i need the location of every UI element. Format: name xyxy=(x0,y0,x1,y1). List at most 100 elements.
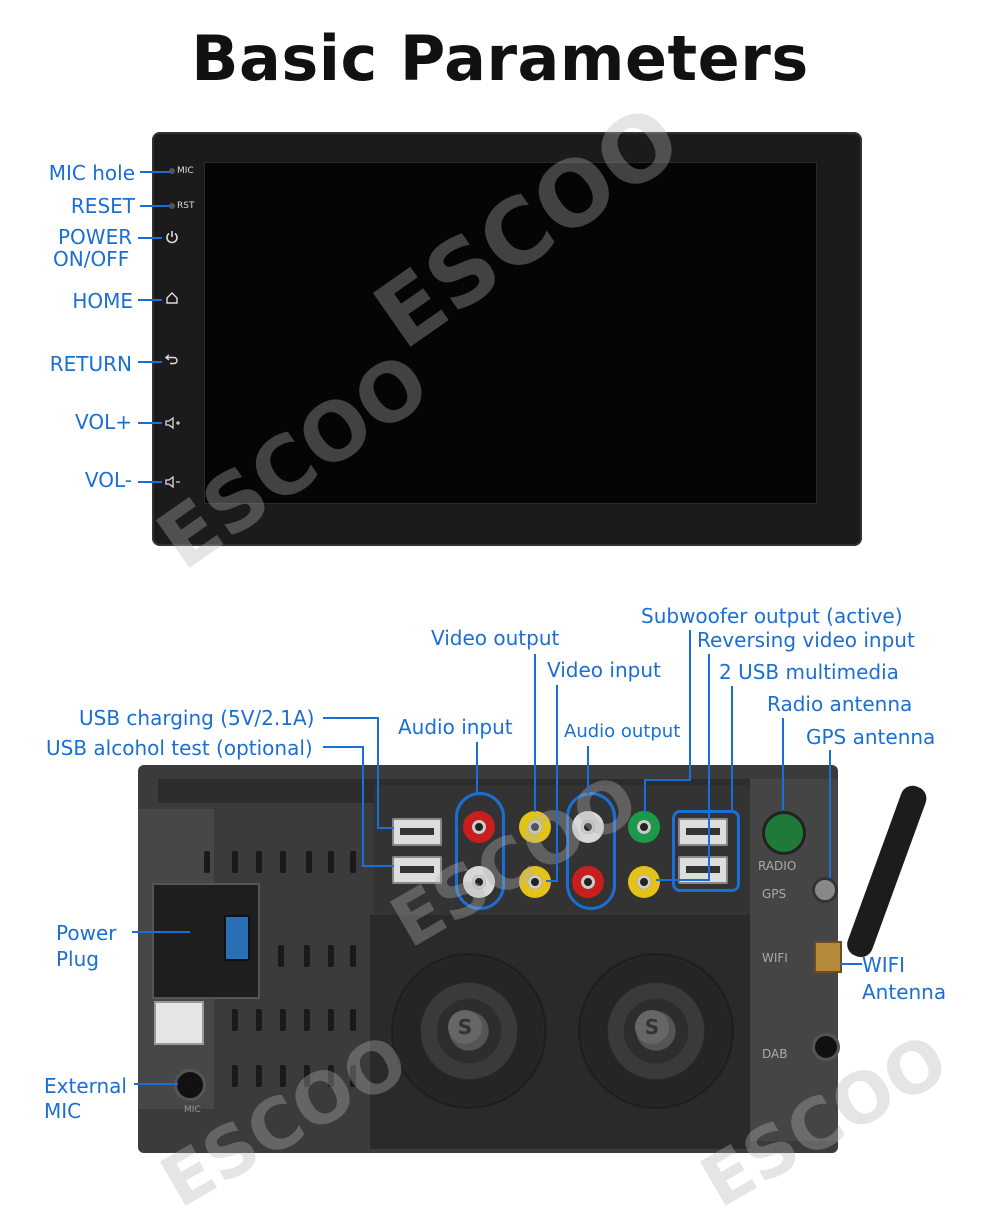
gps-tiny-label: GPS xyxy=(762,887,787,901)
vent-slot xyxy=(256,851,262,873)
label-power-line1: POWER xyxy=(58,225,133,249)
vent-slot xyxy=(232,851,238,873)
vent-slot xyxy=(306,851,312,873)
vent-slot xyxy=(350,945,356,967)
leader-usb-multimedia xyxy=(731,686,733,812)
radio-antenna-socket[interactable] xyxy=(762,811,806,855)
label-home: HOME xyxy=(72,289,133,313)
vent-slot xyxy=(304,1009,310,1031)
vent-slot xyxy=(328,1065,334,1087)
leader-usb-charging xyxy=(323,717,378,719)
power-icon[interactable] xyxy=(165,230,179,244)
leader-reversing xyxy=(708,654,710,880)
vent-slot xyxy=(256,1009,262,1031)
vent-slot xyxy=(304,945,310,967)
wifi-antenna[interactable] xyxy=(843,782,930,961)
volume-up-icon[interactable] xyxy=(165,416,181,430)
dab-tiny-label: DAB xyxy=(762,1047,788,1061)
vent-slot xyxy=(350,1009,356,1031)
label-power-line2: ON/OFF xyxy=(53,247,130,271)
label-usb-multimedia: 2 USB multimedia xyxy=(719,660,899,684)
radio-tiny-label: RADIO xyxy=(758,859,797,873)
vent-slot xyxy=(280,1065,286,1087)
vent-slot xyxy=(350,851,356,873)
leader-usb-charging-v xyxy=(377,717,379,828)
vent-slot xyxy=(232,1009,238,1031)
leader-vol-up xyxy=(138,422,162,424)
vent-slot xyxy=(350,1065,356,1087)
video-input-jack[interactable] xyxy=(519,866,551,898)
leader-usb-alcohol-v xyxy=(362,746,364,866)
vent-slot xyxy=(280,1009,286,1031)
label-usb-alcohol: USB alcohol test (optional) xyxy=(46,736,313,760)
vent-slot xyxy=(278,945,284,967)
volume-down-icon[interactable] xyxy=(165,475,181,489)
usb-multimedia-ring xyxy=(672,810,740,892)
vent-slot xyxy=(304,1065,310,1087)
wifi-tiny-label: WIFI xyxy=(762,951,788,965)
leader-subwoofer xyxy=(689,630,691,780)
leader-audio-output xyxy=(587,746,589,794)
return-icon[interactable] xyxy=(165,352,179,366)
label-wifi-line1: WIFI xyxy=(862,953,906,977)
label-usb-charging: USB charging (5V/2.1A) xyxy=(79,706,315,730)
mic-hole-dot xyxy=(169,168,175,174)
label-subwoofer-output: Subwoofer output (active) xyxy=(641,604,903,628)
page-title: Basic Parameters xyxy=(191,22,809,95)
mic-tiny-label: MIC xyxy=(177,166,194,176)
audio-output-ring xyxy=(566,792,616,910)
leader-home xyxy=(138,299,162,301)
vent-slot xyxy=(328,945,334,967)
leader-video-input xyxy=(556,685,558,881)
label-power-plug-line2: Plug xyxy=(56,947,99,971)
usb-charging-port[interactable] xyxy=(392,818,442,846)
leader-usb-alcohol xyxy=(323,746,363,748)
label-external-mic-line2: MIC xyxy=(44,1099,82,1123)
leader-audio-input xyxy=(476,742,478,794)
label-return: RETURN xyxy=(49,352,132,376)
label-reversing-video-input: Reversing video input xyxy=(697,628,915,652)
head-unit-front: MIC RST xyxy=(152,132,862,546)
port-panel xyxy=(374,785,754,915)
label-video-input: Video input xyxy=(547,658,661,682)
touch-screen[interactable] xyxy=(204,162,817,504)
leader-usb-charging-h xyxy=(377,827,394,829)
leader-reversing-h xyxy=(656,879,710,881)
vent-slot xyxy=(328,1009,334,1031)
vent-slot xyxy=(204,851,210,873)
wifi-antenna-base[interactable] xyxy=(814,941,842,973)
home-icon[interactable] xyxy=(165,291,179,305)
leader-video-output xyxy=(534,654,536,812)
label-radio-antenna: Radio antenna xyxy=(767,692,913,716)
fan-logo-left: S xyxy=(448,1010,482,1044)
fuse xyxy=(224,915,250,961)
label-reset: RESET xyxy=(70,194,135,218)
small-white-connector[interactable] xyxy=(154,1001,204,1045)
usb-multimedia-port-1[interactable] xyxy=(678,818,728,846)
reversing-video-input-jack[interactable] xyxy=(628,866,660,898)
leader-subwoofer-h xyxy=(644,779,691,781)
leader-power-plug xyxy=(132,931,190,933)
usb-alcohol-port[interactable] xyxy=(392,856,442,884)
label-audio-output: Audio output xyxy=(564,721,681,742)
leader-vol-down xyxy=(138,481,162,483)
rst-tiny-label: RST xyxy=(177,201,195,211)
label-audio-input: Audio input xyxy=(398,715,513,739)
vent-slot xyxy=(256,1065,262,1087)
external-mic-jack[interactable] xyxy=(174,1069,206,1101)
label-external-mic-line1: External xyxy=(44,1074,127,1098)
dab-socket[interactable] xyxy=(812,1033,840,1061)
leader-power xyxy=(138,237,162,239)
label-wifi-line2: Antenna xyxy=(862,980,947,1004)
label-power-plug-line1: Power xyxy=(56,921,117,945)
leader-usb-alcohol-h xyxy=(362,865,394,867)
gps-antenna-socket[interactable] xyxy=(812,877,838,903)
leader-external-mic xyxy=(134,1083,178,1085)
leader-subwoofer-v2 xyxy=(644,779,646,813)
label-gps-antenna: GPS antenna xyxy=(806,725,936,749)
leader-wifi xyxy=(840,963,862,965)
leader-video-input-h xyxy=(546,880,558,882)
subwoofer-output-jack[interactable] xyxy=(628,811,660,843)
label-vol-down: VOL- xyxy=(84,468,132,492)
video-output-jack[interactable] xyxy=(519,811,551,843)
